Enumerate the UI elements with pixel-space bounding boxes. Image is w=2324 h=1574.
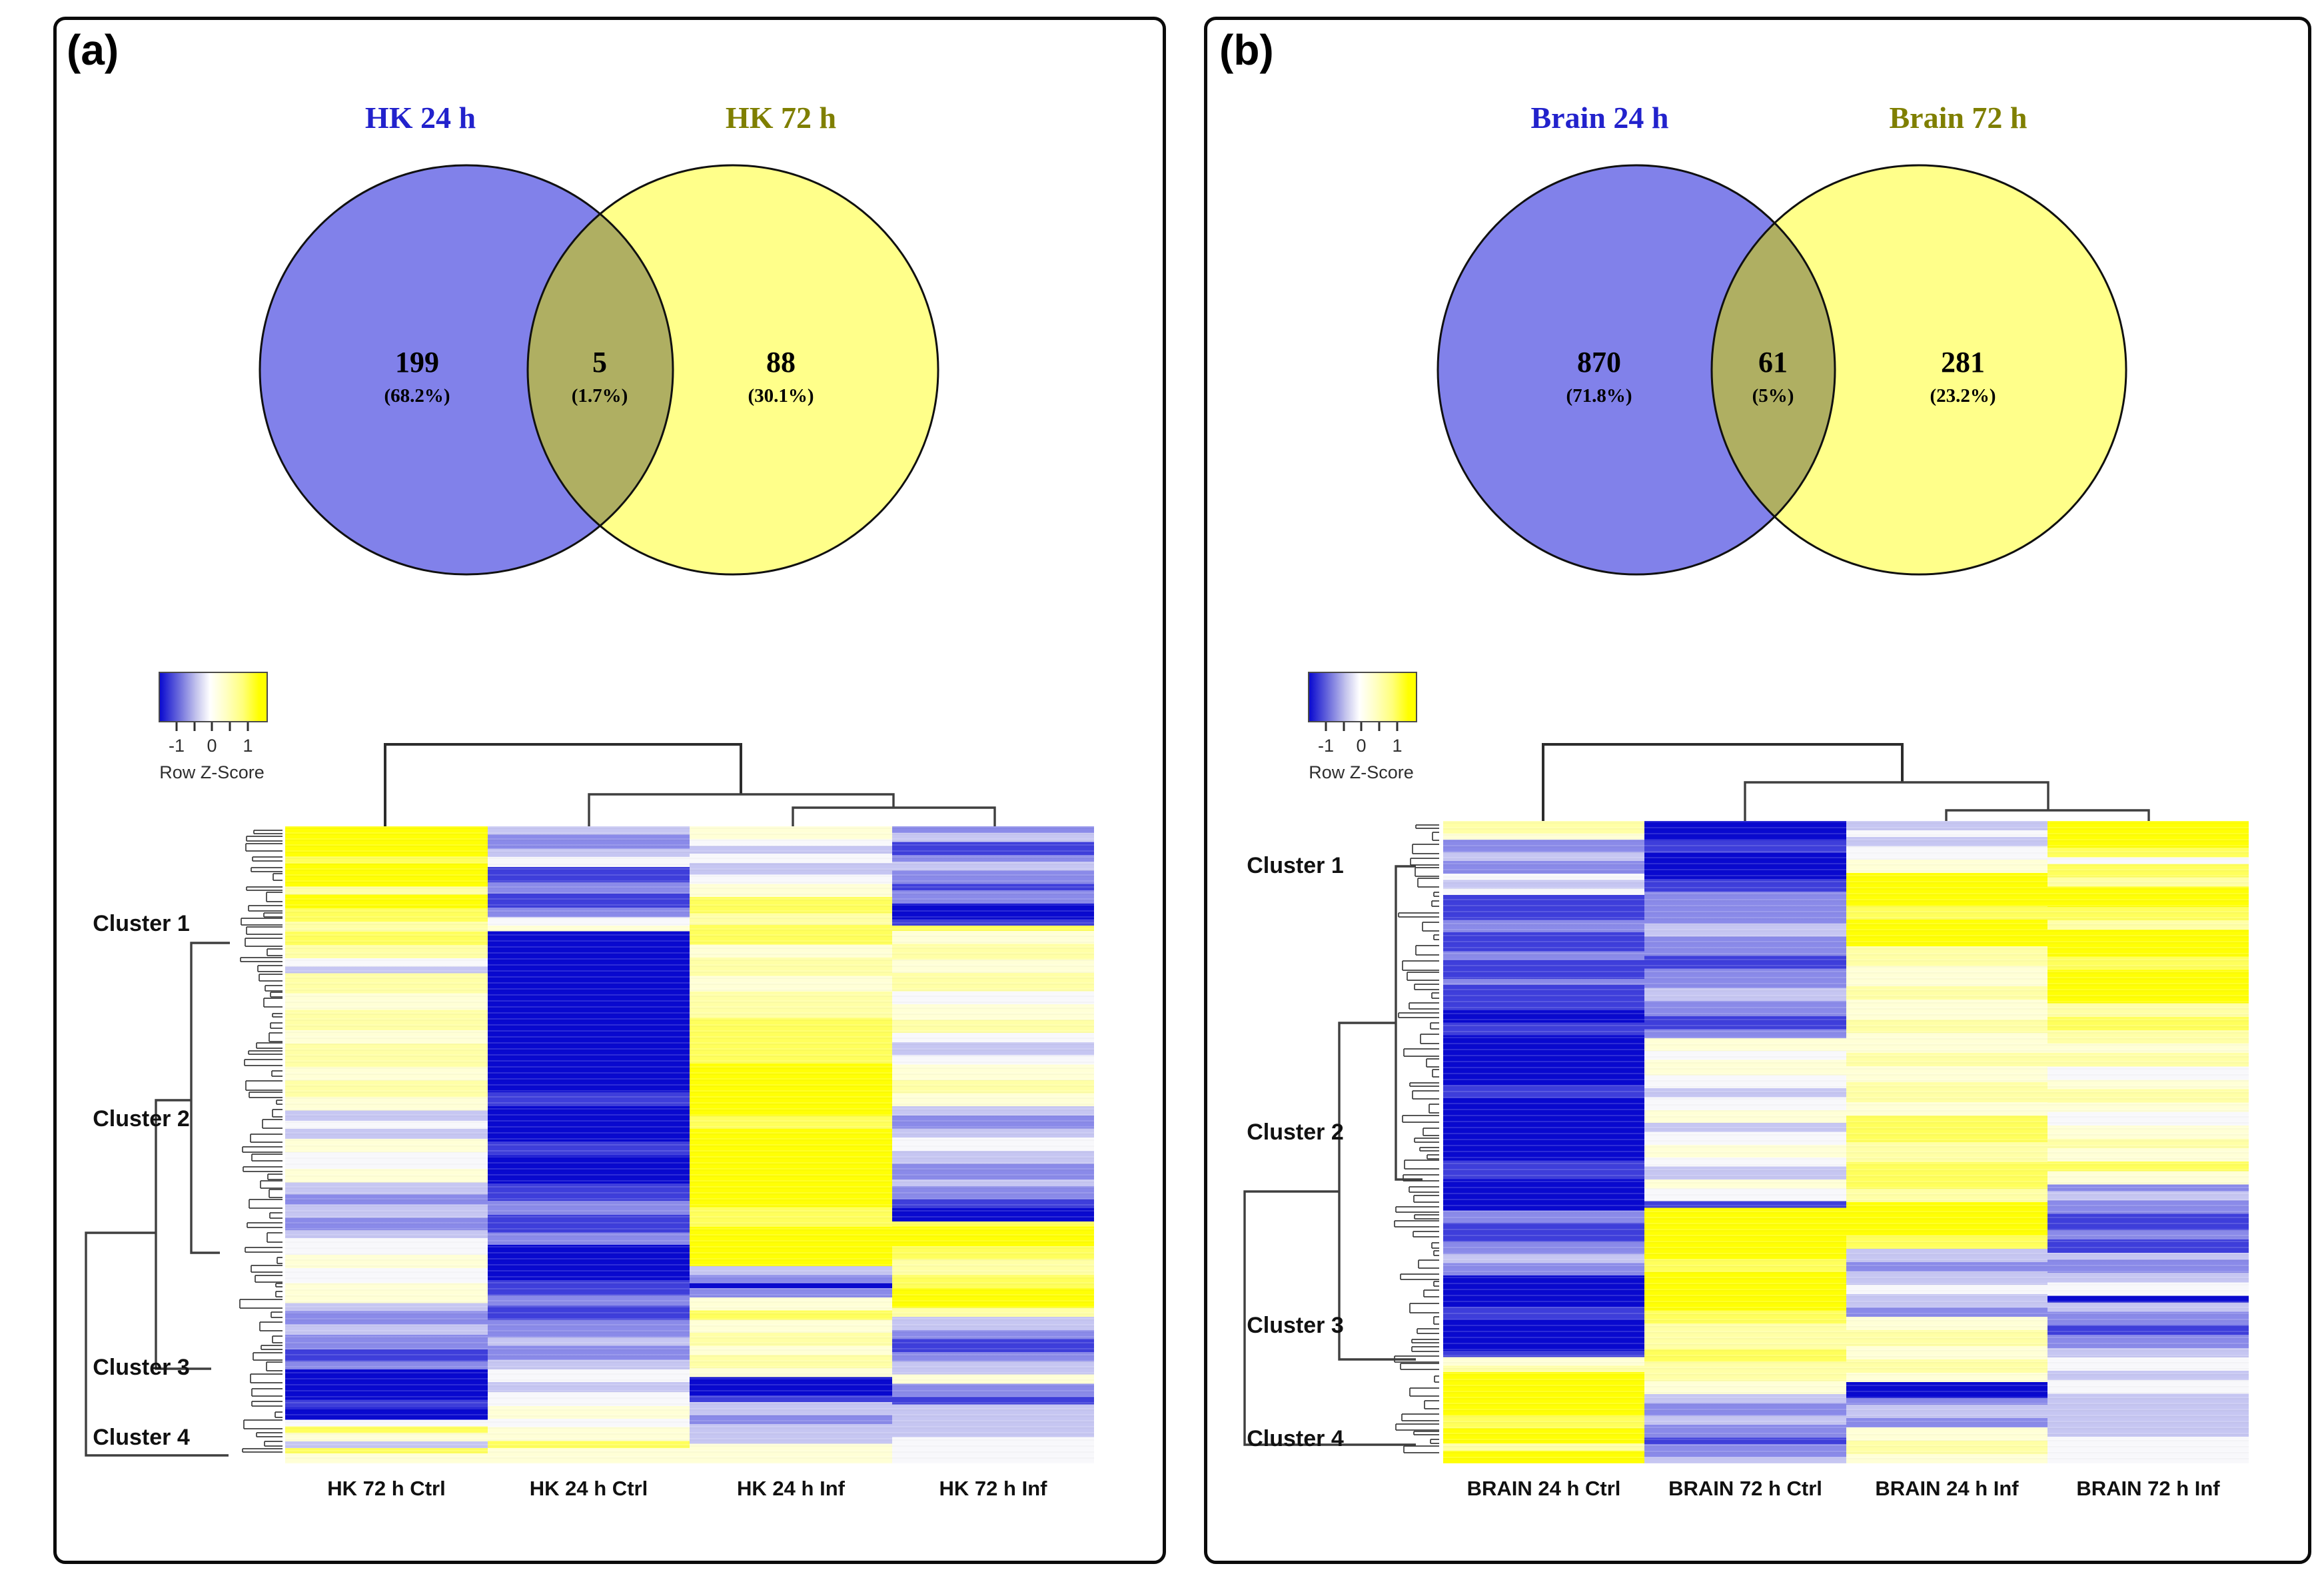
heatmap-a-col-label-4: HK 72 h Inf (939, 1477, 1047, 1500)
venn-b-right-count: 281 (1941, 346, 1985, 379)
heatmap-b-col-label-4: BRAIN 72 h Inf (2076, 1477, 2220, 1500)
venn-b-right-title: Brain 72 h (1889, 101, 2028, 135)
colorscale-a-gradient (159, 672, 268, 722)
venn-b (1437, 164, 2127, 576)
heatmap-b-col-label-1: BRAIN 24 h Ctrl (1466, 1477, 1621, 1500)
heatmap-b-cluster-4-label: Cluster 4 (1247, 1426, 1344, 1451)
venn-a-right-outline (526, 164, 939, 576)
heatmap-b-col-label-2: BRAIN 72 h Ctrl (1668, 1477, 1822, 1500)
heatmap-b-col-brain72inf (2047, 821, 2249, 1463)
venn-a-right-title: HK 72 h (725, 101, 837, 135)
heatmap-b-column-dendrogram-root (1542, 743, 1904, 821)
heatmap-a-col-label-3: HK 24 h Inf (737, 1477, 845, 1500)
heatmap-a-col-label-1: HK 72 h Ctrl (327, 1477, 446, 1500)
venn-b-overlap-percent: (5%) (1752, 385, 1794, 406)
legend-b-tick-marks (1325, 720, 1399, 731)
heatmap-b-cluster-2-label: Cluster 2 (1247, 1120, 1344, 1145)
heatmap-a-col-hk72ctrl (285, 826, 488, 1463)
heatmap-a-col-hk72inf (892, 826, 1094, 1463)
venn-b-right-circle (1712, 165, 2126, 574)
heatmap-a-col-hk24inf (690, 826, 892, 1463)
colorscale-a-tick-1: 1 (243, 736, 253, 756)
venn-a-left-count: 199 (395, 346, 439, 379)
heatmap-b-col-brain72ctrl (1644, 821, 1846, 1463)
venn-a-right-count: 88 (766, 346, 796, 379)
heatmap-b-row-dendrogram (1243, 865, 1423, 1446)
colorscale-a-tick-minus1: -1 (168, 736, 185, 756)
heatmap-a-row-dendrogram-twigs (239, 830, 283, 1453)
heatmap-b-cluster-1-label: Cluster 1 (1247, 853, 1344, 878)
colorscale-b-tick-0: 0 (1356, 736, 1367, 756)
heatmap-a-cluster-3-label: Cluster 3 (93, 1355, 190, 1380)
heatmap-a-cluster-1-label: Cluster 1 (93, 911, 190, 936)
heatmap-a-column-dendrogram (588, 793, 996, 826)
venn-b-left-count: 870 (1577, 346, 1621, 379)
venn-a-overlap-count: 5 (592, 346, 607, 379)
heatmap-b-column-dendrogram (1744, 781, 2150, 821)
heatmap-b-col-brain24ctrl (1443, 821, 1644, 1463)
venn-a-left-outline (259, 164, 674, 576)
heatmap-a-cluster-2-label: Cluster 2 (93, 1106, 190, 1132)
colorscale-a-caption: Row Z-Score (159, 762, 265, 782)
heatmap-a-column-dendrogram-root (384, 743, 742, 826)
heatmap-a-row-dendrogram (85, 942, 230, 1457)
heatmap-b-row-dendrogram-twigs (1394, 824, 1439, 1453)
legend-a-tick-marks (175, 720, 249, 731)
colorscale-a-tick-0: 0 (207, 736, 217, 756)
venn-b-left-title: Brain 24 h (1530, 101, 1669, 135)
panel-a-tag: (a) (67, 26, 119, 74)
venn-b-left-circle (1438, 165, 1835, 574)
colorscale-b-gradient (1308, 672, 1417, 722)
colorscale-b-tick-1: 1 (1392, 736, 1403, 756)
heatmap-b-col-brain24inf (1846, 821, 2047, 1463)
heatmap-a-col-hk24ctrl (488, 826, 690, 1463)
colorscale-b-caption: Row Z-Score (1309, 762, 1414, 782)
heatmap-b-col-label-3: BRAIN 24 h Inf (1875, 1477, 2019, 1500)
heatmap-a-cluster-4-label: Cluster 4 (93, 1425, 190, 1450)
venn-a (259, 164, 939, 576)
venn-b-right-percent: (23.2%) (1930, 385, 1996, 406)
venn-b-left-outline (1437, 164, 1836, 576)
heatmap-b-cluster-3-label: Cluster 3 (1247, 1313, 1344, 1338)
venn-a-left-title: HK 24 h (364, 101, 476, 135)
venn-a-right-percent: (30.1%) (748, 385, 814, 406)
venn-a-overlap-percent: (1.7%) (571, 385, 628, 406)
venn-b-left-percent: (71.8%) (1566, 385, 1632, 406)
venn-a-overlap-region (528, 165, 673, 574)
colorscale-b-tick-minus1: -1 (1317, 736, 1334, 756)
venn-b-right-outline (1710, 164, 2127, 576)
venn-a-left-percent: (68.2%) (384, 385, 450, 406)
venn-b-overlap-count: 61 (1758, 346, 1788, 379)
panel-b-tag: (b) (1219, 26, 1274, 74)
heatmap-a-col-label-2: HK 24 h Ctrl (529, 1477, 648, 1500)
